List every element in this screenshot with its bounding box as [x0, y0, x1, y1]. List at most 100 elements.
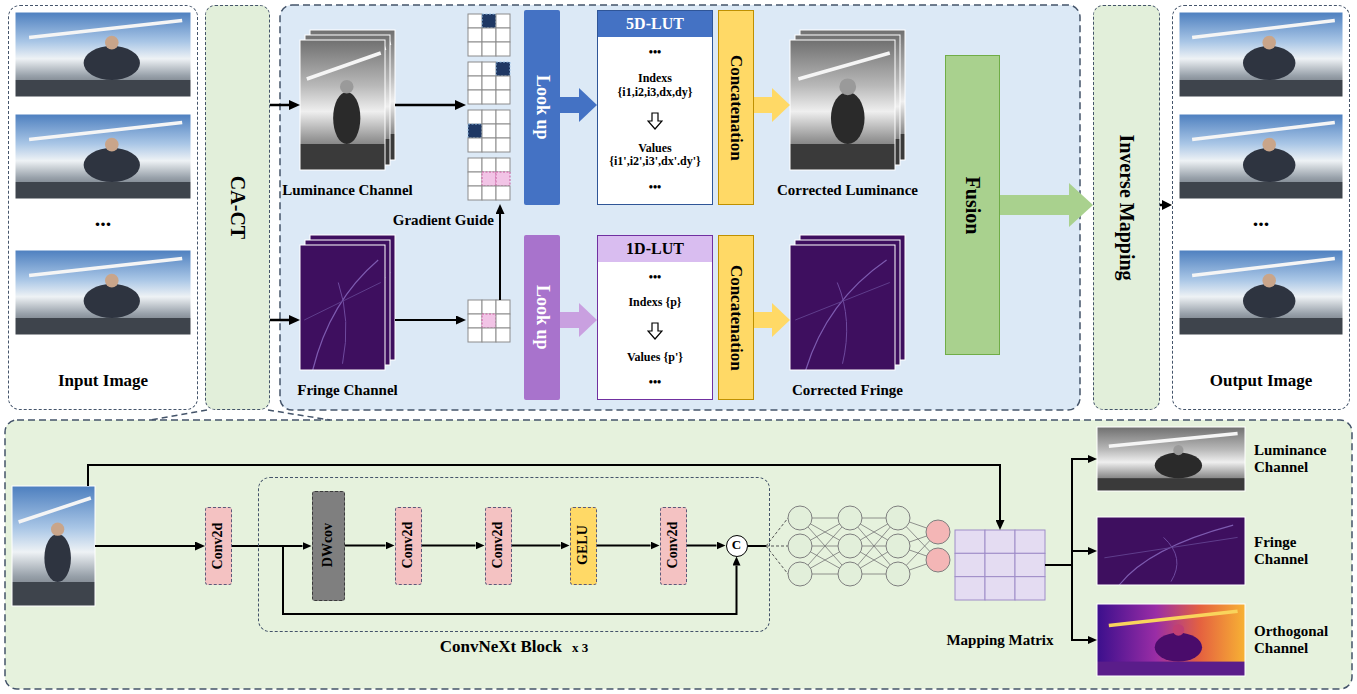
art-line — [29, 123, 182, 140]
art-ellipse — [1155, 453, 1202, 479]
art-rect — [1015, 577, 1045, 600]
art-ellipse — [1243, 46, 1295, 80]
node-label: Corrected Fringe — [792, 382, 903, 399]
node-label: CA-CT — [226, 176, 249, 239]
art-rect — [1179, 12, 1343, 97]
art-circle — [926, 520, 950, 544]
node-label: Look up — [532, 285, 553, 350]
node-label: GELU — [575, 526, 591, 566]
node-label: ConvNeXt Block — [440, 637, 562, 657]
art-rect — [300, 144, 385, 170]
art-rect — [15, 318, 191, 335]
art-path — [338, 283, 346, 364]
arrow-connector — [560, 97, 579, 113]
art-rect — [496, 314, 510, 328]
photo — [790, 40, 895, 170]
arrow-connector — [1045, 551, 1088, 565]
node-label: Gradient Guide — [393, 212, 494, 229]
art-rect — [496, 124, 510, 138]
node-label: Conv2d — [400, 522, 416, 569]
image-node: Corrected Luminance — [790, 30, 905, 170]
arrow-connector — [754, 97, 772, 113]
patch-grid — [468, 62, 510, 104]
node-label: ••• — [649, 181, 662, 195]
art-circle — [1262, 138, 1276, 152]
art-circle — [886, 506, 910, 530]
art-rect — [468, 90, 482, 104]
conv-block: Conv2d — [660, 507, 687, 585]
art-circle — [1173, 624, 1185, 636]
art-rect — [496, 138, 510, 152]
art-rect — [482, 76, 496, 90]
node-label: Conv2d — [490, 522, 506, 569]
gelu-block: GELU — [570, 507, 597, 585]
art-rect — [496, 172, 510, 186]
art-ellipse — [84, 284, 140, 318]
flow-arrow — [95, 545, 195, 547]
art-rect — [482, 14, 496, 28]
art-rect — [468, 138, 482, 152]
detail-panel — [5, 420, 1352, 689]
art-circle — [105, 36, 119, 50]
lut-header: 1D-LUT — [598, 236, 712, 262]
art-rect — [15, 12, 191, 97]
art-circle — [1262, 274, 1276, 288]
art-rect — [468, 158, 482, 172]
photo — [1097, 517, 1245, 585]
arrow-connector — [687, 545, 717, 547]
node-label: 5D-LUT — [600, 15, 710, 33]
ellipsis-label: ... — [1253, 206, 1270, 231]
art-line — [29, 259, 182, 276]
node-label: Values {i1',i2',i3',dx'.dy'} — [602, 142, 708, 170]
node-label: DWcov — [320, 523, 336, 567]
node-label: Concatenation — [726, 265, 746, 371]
art-circle — [886, 562, 910, 586]
node-label: Conv2d — [665, 522, 681, 569]
art-path — [795, 283, 890, 321]
art-rect — [468, 42, 482, 56]
down-arrow-symbol — [648, 323, 662, 339]
art-rect — [468, 300, 482, 314]
art-rect — [985, 553, 1015, 576]
photo — [300, 40, 385, 170]
patch-grid — [468, 14, 510, 56]
art-rect — [1097, 517, 1245, 585]
art-circle — [838, 506, 862, 530]
art-rect — [468, 172, 482, 186]
arrow-connector — [597, 545, 651, 547]
art-rect — [482, 300, 496, 314]
node-label: x 3 — [572, 641, 588, 656]
art-rect — [12, 486, 95, 606]
arrow-connector — [1000, 195, 1069, 215]
art-line — [29, 21, 182, 38]
art-ellipse — [44, 534, 71, 582]
node-label: Corrected Luminance — [777, 182, 918, 199]
art-rect — [790, 40, 895, 170]
photo — [790, 245, 895, 370]
art-rect — [496, 186, 510, 200]
node-label: Luminance Channel — [282, 182, 412, 199]
patch-grid — [468, 110, 510, 152]
art-rect — [955, 577, 985, 600]
image-node: Gradient Guide — [466, 12, 512, 204]
node-label: Concatenation — [726, 55, 746, 161]
art-rect — [482, 42, 496, 56]
node-label: Fringe Channel — [297, 382, 397, 399]
patch-grid — [468, 300, 510, 342]
art-rect — [468, 62, 482, 76]
art-rect — [1179, 12, 1343, 97]
lut-table: 1D-LUT•••Indexs {p}Values {p'}••• — [597, 235, 713, 400]
art-rect — [300, 40, 385, 170]
block-caption: ConvNeXt Block x 3 — [440, 637, 589, 657]
photo — [1097, 604, 1245, 676]
module-block: CA-CT — [205, 5, 270, 410]
concat-bar: Concatenation — [718, 10, 754, 205]
concat-bar: Concatenation — [718, 235, 754, 400]
flow-arrow — [499, 214, 501, 300]
arrow-connector — [1045, 565, 1088, 640]
down-arrow-symbol — [647, 112, 663, 130]
lookup-bar: Look up — [524, 10, 560, 205]
art-rect — [1179, 250, 1343, 335]
art-rect — [1015, 530, 1045, 553]
